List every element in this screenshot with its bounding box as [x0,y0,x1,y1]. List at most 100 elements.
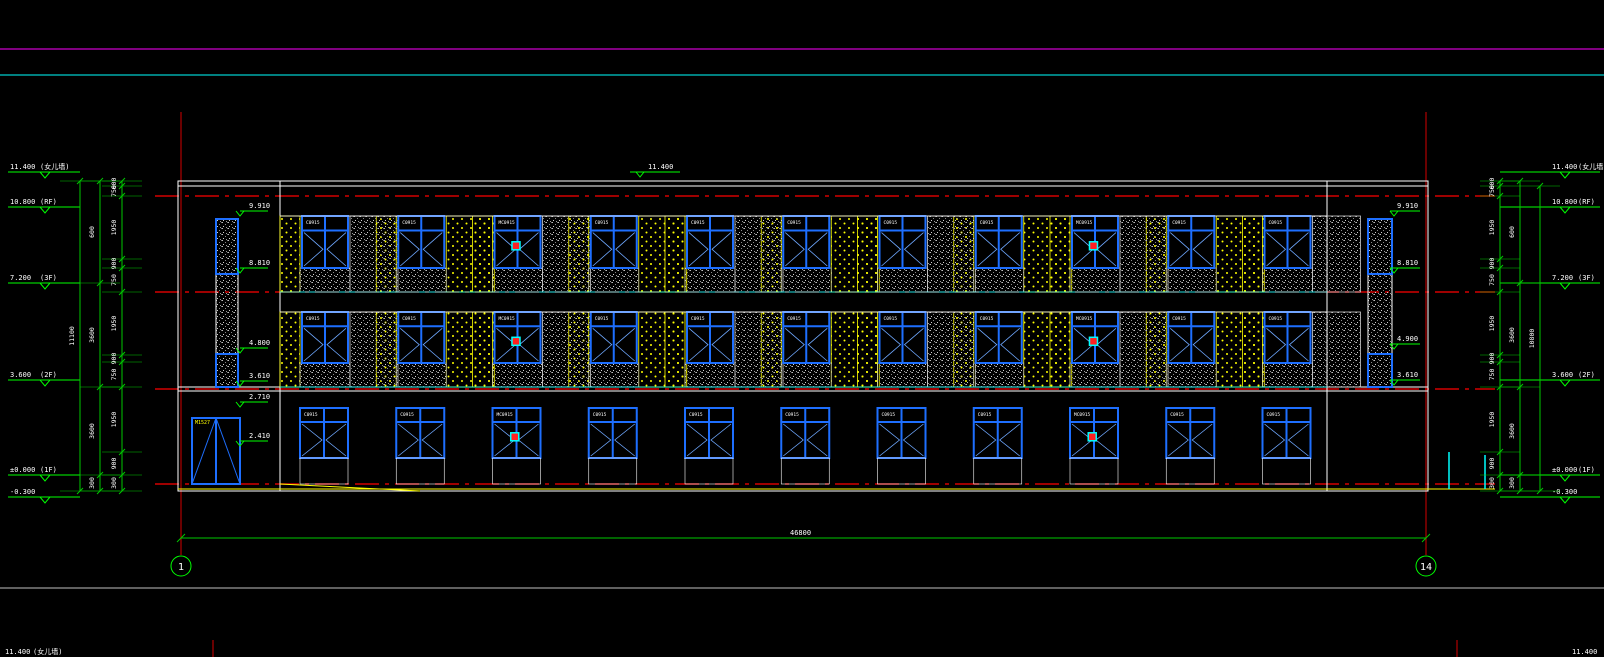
window-upper: C0915 [782,215,831,269]
fire-rescue-marker [511,336,521,347]
spandrel [492,267,543,293]
window-tag: MC0915 [1076,220,1093,226]
right-level-marks: 11.400(女儿墙)10.800(RF)7.200(3F)3.600(2F)±… [1500,162,1604,504]
spandrel [877,267,928,293]
window-tag: C0915 [882,412,896,418]
fire-rescue-marker [511,241,521,251]
window-upper: MC0915 [1071,215,1119,269]
window-tag: C0915 [593,412,607,418]
level-tag: (1F) [40,466,57,474]
roof-elev-label: 11.400 [648,163,673,171]
sill-panel [1165,457,1215,485]
yellow-panel [445,311,495,388]
sill-panel [973,457,1023,485]
level-mark: 3.600(2F) [8,371,80,387]
window-upper: C0915 [974,215,1023,269]
level-mark: 7.200(3F) [8,274,80,290]
level-elev: 10.800 [1552,198,1577,206]
level-tag: (3F) [40,274,57,282]
stone-panel [927,215,976,293]
window-tag: C0915 [1269,316,1283,322]
window-tag: C0915 [306,220,320,226]
left-dimension-chains: 1110030036003600600300900195075090019507… [60,178,142,495]
window-upper: MC0915 [493,311,542,364]
stair-left: M1527 [191,218,241,485]
window-tag: C0915 [691,316,705,322]
left-ramp [279,483,421,492]
dim-label: 10800 [1528,329,1536,349]
fire-rescue-marker [1088,241,1099,251]
level-elev: 3.600 [10,371,31,379]
window-tag: C0915 [884,220,898,226]
stair-right-elev-marks [1389,210,1420,386]
window-upper: MC0915 [493,215,542,269]
overall-width-dimension: 46800 [176,529,1431,543]
sill-panel [299,457,349,485]
spandrel [780,267,832,293]
level-mark: 7.200 (3F) [1500,274,1600,290]
window-upper: C0915 [782,311,831,364]
window-tag: C0915 [1172,316,1186,322]
level-tag: (RF) [40,198,57,206]
level-elev: ±0.000 [1552,466,1577,474]
dim-label: 750 [110,185,118,197]
fire-rescue-marker [509,432,520,442]
level-tag: (3F) [1578,274,1595,282]
stair-left-elev-labels: 9.910 8.810 4.800 3.610 2.710 2.410 [249,202,270,440]
spandrel [973,362,1025,388]
dim-label: 900 [110,258,118,270]
dim-label: 750 [1488,185,1496,197]
spandrel [1165,362,1217,388]
level-elev: 11.400 [10,163,35,171]
spandrel [492,362,543,388]
stair-right-elev-labels: 9.910 8.810 4.900 3.610 [1397,202,1418,379]
window-upper: C0915 [301,311,349,364]
window-tag: C0915 [595,220,609,226]
window-tag: C0915 [787,316,801,322]
window-tag: C0915 [691,220,705,226]
window-ground: C0915 [395,407,446,459]
dim-label: 750 [110,369,118,381]
dim-label: 600 [1488,178,1496,190]
window-tag: C0915 [400,412,414,418]
svg-text:1: 1 [178,562,184,573]
level-elev: ±0.000 [10,466,35,474]
window-upper: C0915 [397,215,446,269]
window-ground: C0915 [587,407,638,459]
window-ground: C0915 [780,407,831,459]
window-tag: C0915 [595,316,609,322]
window-tag: MC0915 [499,220,516,226]
level-elev: 7.200 [1552,274,1573,282]
sill-panel [395,457,445,485]
sill-panel [588,457,638,485]
yellow-panel [1023,311,1073,388]
dim-label: 600 [88,226,96,238]
bottom-right-elev: 11.400 [1572,648,1597,656]
sill-panel [877,457,926,485]
door-tag: M1527 [195,420,210,426]
stone-panel [349,215,399,293]
spandrel [877,362,928,388]
dim-label: 750 [1488,274,1496,286]
window-upper: C0915 [974,311,1023,364]
spandrel [395,362,447,388]
level-tag: (RF) [1578,198,1595,206]
window-upper: C0915 [589,215,638,269]
spandrel [684,267,736,293]
window-tag: C0915 [980,316,994,322]
stair-left-elev-marks [235,210,268,447]
svg-text:3.610: 3.610 [1397,371,1418,379]
yellow-panel [1215,311,1265,388]
svg-text:4.900: 4.900 [1397,335,1418,343]
stone-panel [542,215,591,293]
level-mark: 10.800(RF) [8,198,80,214]
window-upper: C0915 [686,311,734,364]
dim-label: 900 [110,353,118,365]
level-tag: (女儿墙) [40,162,69,171]
level-elev: 3.600 [1552,371,1573,379]
window-tag: C0915 [1170,412,1184,418]
spandrel [684,362,736,388]
dim-label: 1950 [110,412,118,428]
window-tag: C0915 [978,412,992,418]
